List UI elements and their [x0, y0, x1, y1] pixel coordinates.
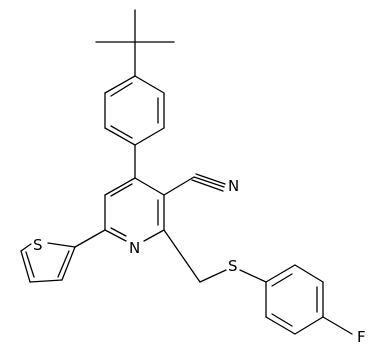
- bond: [110, 82, 133, 97]
- bond: [104, 75, 136, 94]
- bond: [163, 229, 201, 283]
- bond: [74, 229, 106, 248]
- bond: [239, 269, 267, 283]
- bond: [191, 179, 224, 192]
- bond: [265, 316, 296, 335]
- bond: [199, 269, 227, 283]
- bond: [25, 251, 35, 278]
- bond: [110, 125, 133, 139]
- bond: [143, 229, 165, 242]
- bond: [195, 173, 226, 185]
- bond: [294, 264, 324, 283]
- fluorine-label: F: [357, 328, 366, 346]
- bond: [322, 316, 353, 335]
- bond: [110, 227, 127, 237]
- fluorophenyl-ring: [265, 264, 353, 335]
- bond: [104, 177, 136, 196]
- bond: [193, 176, 225, 188]
- bond: [294, 316, 324, 335]
- phenyl-ring: [104, 75, 165, 146]
- thiophene-ring: [20, 242, 76, 283]
- thiophene-sulfur-label: S: [33, 236, 43, 254]
- pyridine-ring: [104, 177, 165, 242]
- nitrile-group: [163, 173, 226, 196]
- tert-butyl-group: [95, 9, 175, 77]
- bond: [20, 243, 32, 252]
- bond: [134, 177, 165, 196]
- bond: [20, 250, 31, 283]
- bond: [110, 183, 133, 197]
- thioether-sulfur-label: S: [228, 257, 238, 275]
- bond: [61, 246, 76, 281]
- bond: [271, 313, 293, 327]
- cyano-nitrogen-label: N: [228, 177, 239, 195]
- bond: [104, 127, 136, 146]
- bond: [57, 250, 70, 278]
- bond: [134, 75, 165, 94]
- thiomethyl-linker: [163, 229, 267, 283]
- bond: [134, 127, 165, 146]
- bond: [47, 242, 76, 248]
- bond: [104, 229, 127, 242]
- bond: [265, 264, 296, 283]
- bond: [29, 279, 63, 283]
- bond: [163, 176, 195, 196]
- pyridine-nitrogen-label: N: [129, 239, 140, 257]
- bond: [271, 273, 293, 287]
